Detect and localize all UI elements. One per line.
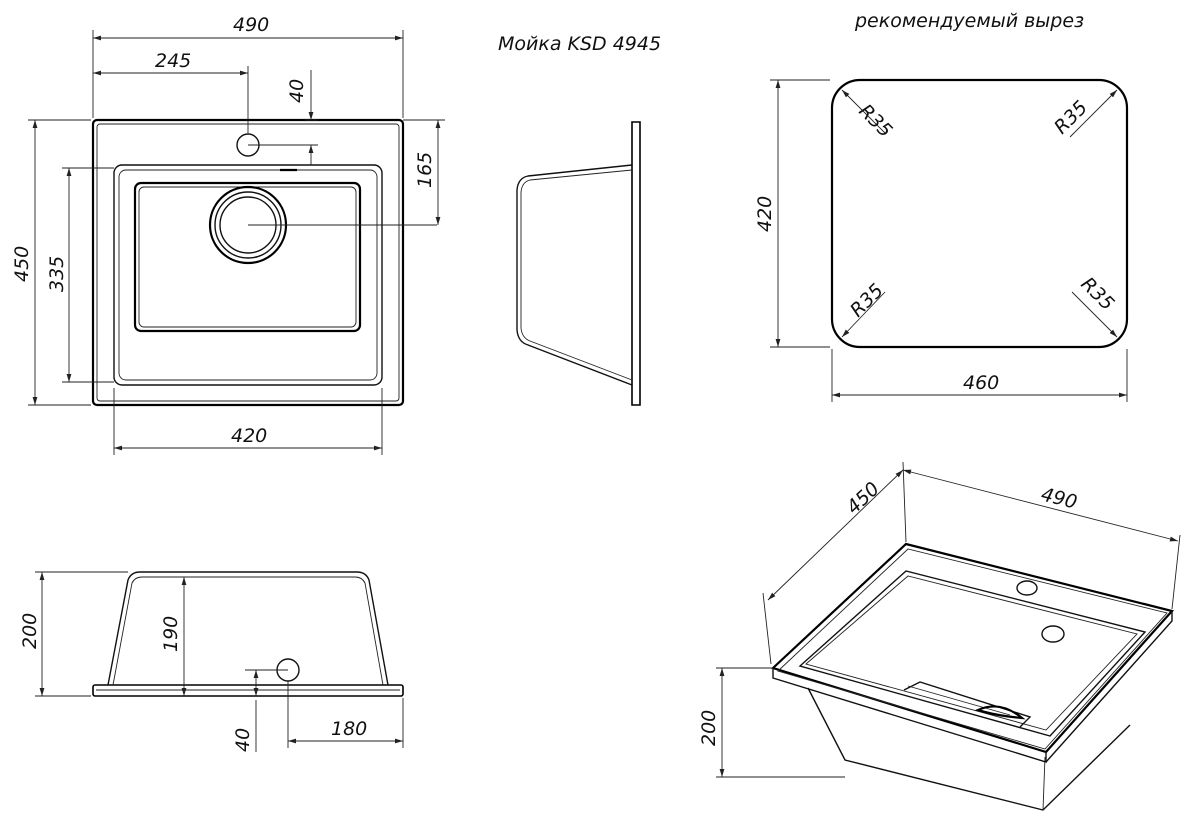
dim-tap-offset: 245: [155, 50, 191, 72]
dim-front-drain: 180: [331, 718, 367, 740]
iso-view: 450 490 200: [698, 461, 1181, 811]
dim-cutout-width: 460: [963, 372, 999, 394]
dim-front-height: 200: [19, 613, 41, 649]
front-bowl: [107, 571, 389, 686]
iso-drain: [974, 705, 1026, 720]
cutout-view: R35 R35 R35 R35 420 460: [754, 78, 1129, 402]
dim-front-flange: 40: [232, 728, 254, 752]
iso-tap-hole-inner: [1041, 625, 1065, 643]
radius-bottom-right: R35: [1076, 273, 1118, 315]
dim-bowl-height: 190: [160, 616, 182, 652]
dim-iso-width: 490: [1039, 484, 1080, 514]
radius-top-right: R35: [1050, 97, 1092, 139]
dim-cutout-height: 420: [754, 196, 776, 232]
bowl-bottom: [133, 181, 362, 333]
dim-bowl-width: 420: [231, 425, 267, 447]
dim-bowl-depth: 335: [46, 256, 68, 292]
iso-top: [770, 542, 1175, 754]
iso-tap-hole: [1016, 580, 1038, 596]
dim-tap-depth: 40: [286, 79, 308, 103]
dim-iso-depth: 450: [842, 478, 884, 519]
dim-iso-height: 200: [698, 710, 720, 746]
radius-bottom-left: R35: [846, 280, 888, 322]
radius-top-left: R35: [854, 100, 896, 142]
iso-bowl: [798, 570, 1147, 737]
dim-overall-width: 490: [233, 14, 269, 36]
top-view: 490 245 40 165 450 335 420: [11, 14, 445, 455]
cutout-outline: [830, 78, 1129, 349]
side-view: [516, 121, 641, 406]
dim-drain-offset: 165: [414, 152, 436, 188]
front-flange: [92, 684, 404, 697]
front-view: 200 190 40 180: [19, 571, 404, 752]
cutout-title: рекомендуемый вырез: [854, 10, 1084, 32]
drawing-title: Мойка KSD 4945: [498, 33, 661, 55]
bowl-outline: [113, 164, 383, 386]
dim-overall-depth: 450: [11, 246, 33, 282]
